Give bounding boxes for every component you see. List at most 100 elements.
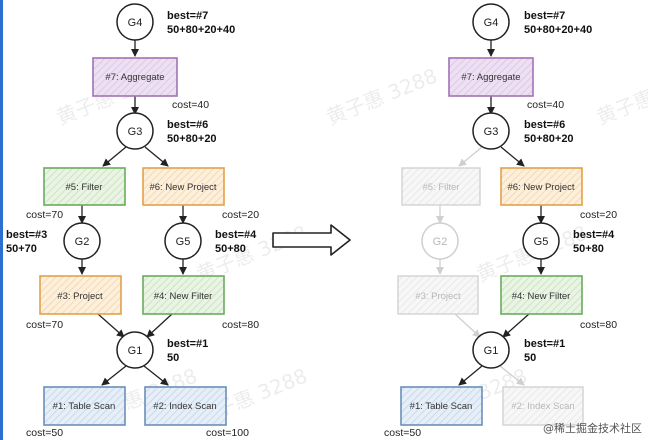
left-group-g3: G3 best=#6 50+80+20 — [116, 112, 217, 150]
left-group-g1: G1 best=#1 50 — [116, 331, 208, 369]
edge-g1-n2-faded — [499, 365, 525, 386]
node-label: #2: Index Scan — [153, 401, 216, 412]
node-label: #7: Aggregate — [461, 72, 520, 83]
group-label: G4 — [484, 17, 499, 29]
left-edge-rule — [0, 0, 3, 440]
right-node-5-faded: #5: Filter — [401, 167, 481, 206]
left-group-g4: G4 best=#7 50+80+20+40 — [116, 3, 235, 41]
node-label: #3: Project — [57, 291, 103, 302]
left-node-2: #2: Index Scan — [144, 386, 227, 426]
cost-label: cost=70 — [26, 319, 63, 331]
group-label: G4 — [128, 17, 143, 29]
edge-n3-g1-faded — [454, 313, 481, 338]
group-label: G3 — [128, 126, 143, 138]
cost-label: cost=40 — [527, 99, 564, 111]
right-node-6: #6: New Project — [500, 167, 583, 206]
cost-label: cost=50 — [384, 427, 421, 439]
best-label: best=#1 — [167, 338, 208, 350]
node-label: #4: New Filter — [512, 291, 571, 302]
best-label: best=#3 — [6, 229, 47, 241]
best-sum: 50+80+20+40 — [167, 24, 235, 36]
cost-label: cost=20 — [580, 209, 617, 221]
edge-g1-n2 — [143, 365, 169, 386]
right-node-2-faded: #2: Index Scan — [502, 386, 584, 426]
left-node-4: #4: New Filter — [142, 275, 225, 315]
best-sum: 50+80+20+40 — [524, 24, 592, 36]
edge-g3-n5-faded — [458, 146, 483, 167]
right-group-g2-faded: G2 — [421, 222, 459, 260]
best-sum: 50+80 — [573, 243, 604, 255]
left-group-g5: G5 best=#4 50+80 — [164, 222, 257, 260]
right-edges — [458, 40, 545, 386]
transform-arrow — [272, 224, 351, 256]
right-node-7: #7: Aggregate — [448, 57, 534, 97]
right-group-g1: G1 best=#1 50 — [472, 331, 565, 369]
group-label: G2 — [75, 236, 90, 248]
node-label: #4: New Filter — [154, 291, 213, 302]
group-label: G5 — [176, 236, 191, 248]
best-sum: 50+80+20 — [524, 133, 574, 145]
group-label: G3 — [484, 126, 499, 138]
node-label: #6: New Project — [149, 182, 216, 193]
site-credit: @稀土掘金技术社区 — [543, 421, 642, 435]
edge-g1-n1 — [458, 365, 483, 386]
right-group-g5: G5 best=#4 50+80 — [522, 222, 615, 260]
edge-g1-n1 — [101, 365, 127, 386]
cost-label: cost=70 — [26, 209, 63, 221]
best-sum: 50+80+20 — [167, 133, 217, 145]
node-label: #3: Project — [415, 291, 461, 302]
node-label: #5: Filter — [66, 182, 103, 193]
group-label: G1 — [128, 345, 143, 357]
right-faded-edges — [436, 146, 525, 386]
right-group-g4: G4 best=#7 50+80+20+40 — [472, 3, 592, 41]
best-label: best=#1 — [524, 338, 565, 350]
node-label: #7: Aggregate — [105, 72, 164, 83]
cost-label: cost=80 — [580, 319, 617, 331]
edge-n4-g1 — [146, 313, 173, 338]
edge-g3-n6 — [500, 146, 525, 167]
left-node-6: #6: New Project — [142, 167, 225, 206]
right-diagram: G4 best=#7 50+80+20+40 G3 best=#6 50+80+… — [384, 3, 617, 439]
left-node-1: #1: Table Scan — [43, 386, 126, 426]
best-label: best=#6 — [524, 119, 565, 131]
node-label: #1: Table Scan — [53, 401, 116, 412]
watermark: 黄子惠 3288 — [593, 63, 648, 129]
cost-label: cost=80 — [222, 319, 259, 331]
best-sum: 50 — [167, 352, 179, 364]
edge-n4-g1 — [502, 313, 530, 338]
left-node-3: #3: Project — [39, 275, 122, 315]
node-label: #6: New Project — [507, 182, 574, 193]
edge-g3-n5 — [102, 146, 127, 167]
node-label: #2: Index Scan — [511, 401, 574, 412]
node-label: #5: Filter — [423, 182, 460, 193]
watermark: 黄子惠 3288 — [323, 63, 441, 129]
left-edges — [78, 40, 187, 386]
left-node-7: #7: Aggregate — [92, 57, 178, 97]
best-label: best=#4 — [573, 229, 615, 241]
cost-label: cost=40 — [172, 99, 209, 111]
best-label: best=#6 — [167, 119, 208, 131]
cost-label: cost=50 — [26, 427, 63, 439]
edge-g3-n6 — [144, 146, 169, 167]
group-label: G5 — [534, 236, 549, 248]
edge-n3-g1 — [97, 313, 125, 338]
right-node-4: #4: New Filter — [500, 275, 583, 315]
best-label: best=#4 — [215, 229, 257, 241]
group-label: G1 — [484, 345, 499, 357]
group-label: G2 — [433, 236, 448, 248]
right-node-3-faded: #3: Project — [397, 275, 479, 315]
node-label: #1: Table Scan — [410, 401, 473, 412]
cost-label: cost=100 — [206, 427, 249, 439]
best-sum: 50+70 — [6, 243, 37, 255]
cost-label: cost=20 — [222, 209, 259, 221]
best-label: best=#7 — [167, 10, 208, 22]
left-group-g2: G2 best=#3 50+70 — [6, 222, 101, 260]
right-node-1: #1: Table Scan — [400, 386, 483, 426]
best-sum: 50+80 — [215, 243, 246, 255]
left-node-5: #5: Filter — [43, 167, 126, 206]
best-sum: 50 — [524, 352, 536, 364]
best-label: best=#7 — [524, 10, 565, 22]
left-diagram: G4 best=#7 50+80+20+40 G3 best=#6 50+80+… — [6, 3, 259, 439]
